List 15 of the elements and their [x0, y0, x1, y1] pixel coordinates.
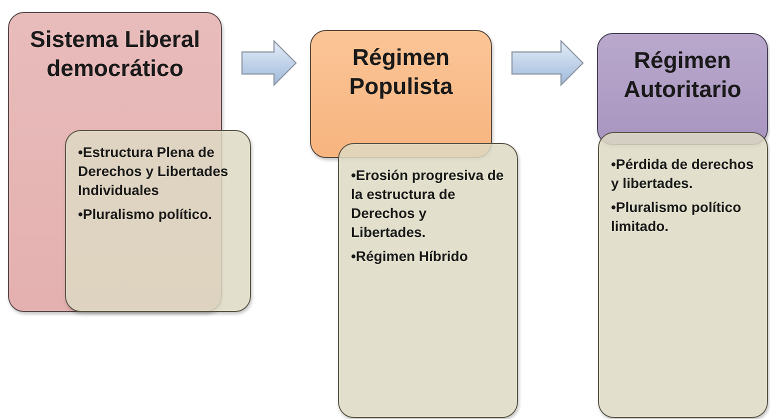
bullet-text: •Pérdida de derechos y libertades.	[611, 155, 755, 193]
bullet-text: •Pluralismo político.	[78, 205, 214, 224]
card-title: Régimen Autoritario	[622, 46, 742, 104]
card-title: Sistema Liberal democrático	[28, 25, 202, 83]
text-card	[65, 130, 251, 312]
card-title: Régimen Populista	[348, 43, 454, 101]
title-card	[310, 30, 492, 158]
text-card	[598, 132, 768, 418]
bullet-text: •Pluralismo político limitado.	[611, 198, 742, 236]
block-arrow	[241, 40, 297, 86]
bullet-text: •Erosión progresiva de la estructura de Derechos y Libertades.	[351, 166, 505, 242]
block-arrow	[511, 40, 584, 86]
bullet-text: •Régimen Híbrido	[351, 247, 469, 266]
bullet-text: •Estructura Plena de Derechos y Libertades Individuales	[78, 143, 230, 200]
text-card	[338, 143, 518, 418]
